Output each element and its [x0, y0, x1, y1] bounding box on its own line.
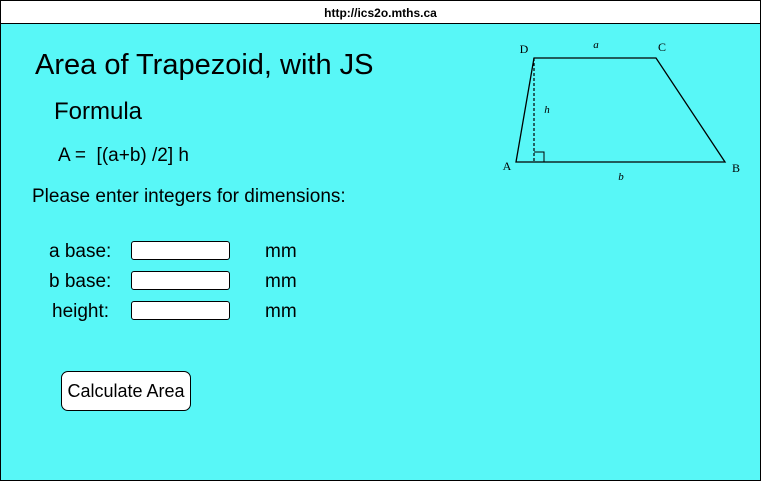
b-base-unit: mm [265, 271, 297, 292]
calculate-area-button[interactable]: Calculate Area [61, 371, 191, 411]
trapezoid-shape [515, 57, 727, 163]
height-h-label: h [544, 104, 550, 116]
instructions-text: Please enter integers for dimensions: [32, 186, 346, 207]
height-input[interactable] [131, 301, 230, 320]
height-unit: mm [265, 301, 297, 322]
right-angle-marker [534, 151, 545, 162]
trapezoid-diagram: D C A B a b h [503, 39, 740, 183]
vertex-c-label: C [658, 40, 666, 54]
url-bar: http://ics2o.mths.ca [1, 1, 760, 24]
b-base-label: b base: [49, 271, 112, 292]
height-label: height: [52, 301, 110, 322]
b-base-input[interactable] [131, 271, 230, 290]
page-title: Area of Trapezoid, with JS [35, 49, 374, 81]
formula-heading: Formula [54, 98, 143, 125]
vertex-a-label: A [503, 159, 512, 173]
vertex-b-label: B [732, 161, 740, 175]
side-b-label: b [618, 171, 624, 183]
side-a-label: a [593, 39, 599, 51]
a-base-label: a base: [49, 241, 112, 262]
formula-text: A = [(a+b) /2] h [58, 145, 189, 166]
vertex-d-label: D [520, 42, 529, 56]
a-base-unit: mm [265, 241, 297, 262]
a-base-input[interactable] [131, 241, 230, 260]
